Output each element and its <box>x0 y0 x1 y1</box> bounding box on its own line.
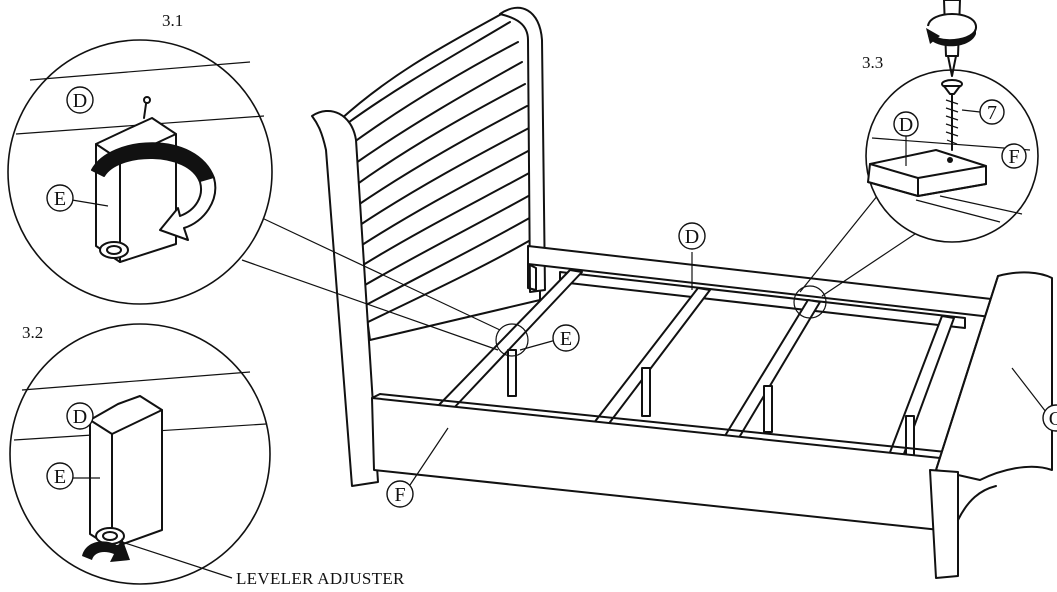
part-label-7-3-3: 7 <box>979 99 1005 125</box>
part-label-g-bed: G <box>1042 404 1057 432</box>
part-label-f-bed: F <box>386 480 414 508</box>
svg-text:E: E <box>54 466 66 488</box>
svg-text:7: 7 <box>987 102 997 124</box>
part-label-e-bed: E <box>552 324 580 352</box>
svg-text:E: E <box>560 328 572 350</box>
svg-text:F: F <box>394 484 405 506</box>
part-label-f-3-3: F <box>1001 143 1027 169</box>
step-3-3-label: 3.3 <box>862 53 883 72</box>
screwdriver-icon <box>926 0 977 77</box>
part-label-d-bed: D <box>678 222 706 250</box>
svg-text:D: D <box>899 114 913 136</box>
detail-marker-3-3 <box>793 285 827 319</box>
adjust-arrow-icon <box>82 538 130 562</box>
bed-frame <box>241 6 1053 579</box>
svg-text:E: E <box>54 188 66 210</box>
part-label-e-3-1: E <box>46 184 74 212</box>
svg-text:D: D <box>73 90 87 112</box>
callout-3-1 <box>7 39 273 305</box>
part-label-d-3-3: D <box>893 111 919 137</box>
leveler-adjuster-caption: LEVELER ADJUSTER <box>236 569 405 588</box>
slats <box>435 269 955 471</box>
svg-text:G: G <box>1049 408 1057 430</box>
part-label-d-3-1: D <box>66 86 94 114</box>
svg-text:D: D <box>73 406 87 428</box>
svg-text:D: D <box>685 226 699 248</box>
footboard <box>929 271 1053 579</box>
front-side-rail <box>371 397 941 531</box>
headboard-post <box>311 110 379 487</box>
center-rail <box>559 271 966 329</box>
step-3-2-label: 3.2 <box>22 323 43 342</box>
callout-3-2 <box>9 323 271 585</box>
detail-marker-3-1 <box>495 323 529 357</box>
svg-text:F: F <box>1008 146 1019 168</box>
part-label-e-3-2: E <box>46 462 74 490</box>
screw-7 <box>941 79 963 151</box>
part-label-d-3-2: D <box>66 402 94 430</box>
headboard-panel <box>339 6 546 341</box>
step-3-1-label: 3.1 <box>162 11 183 30</box>
